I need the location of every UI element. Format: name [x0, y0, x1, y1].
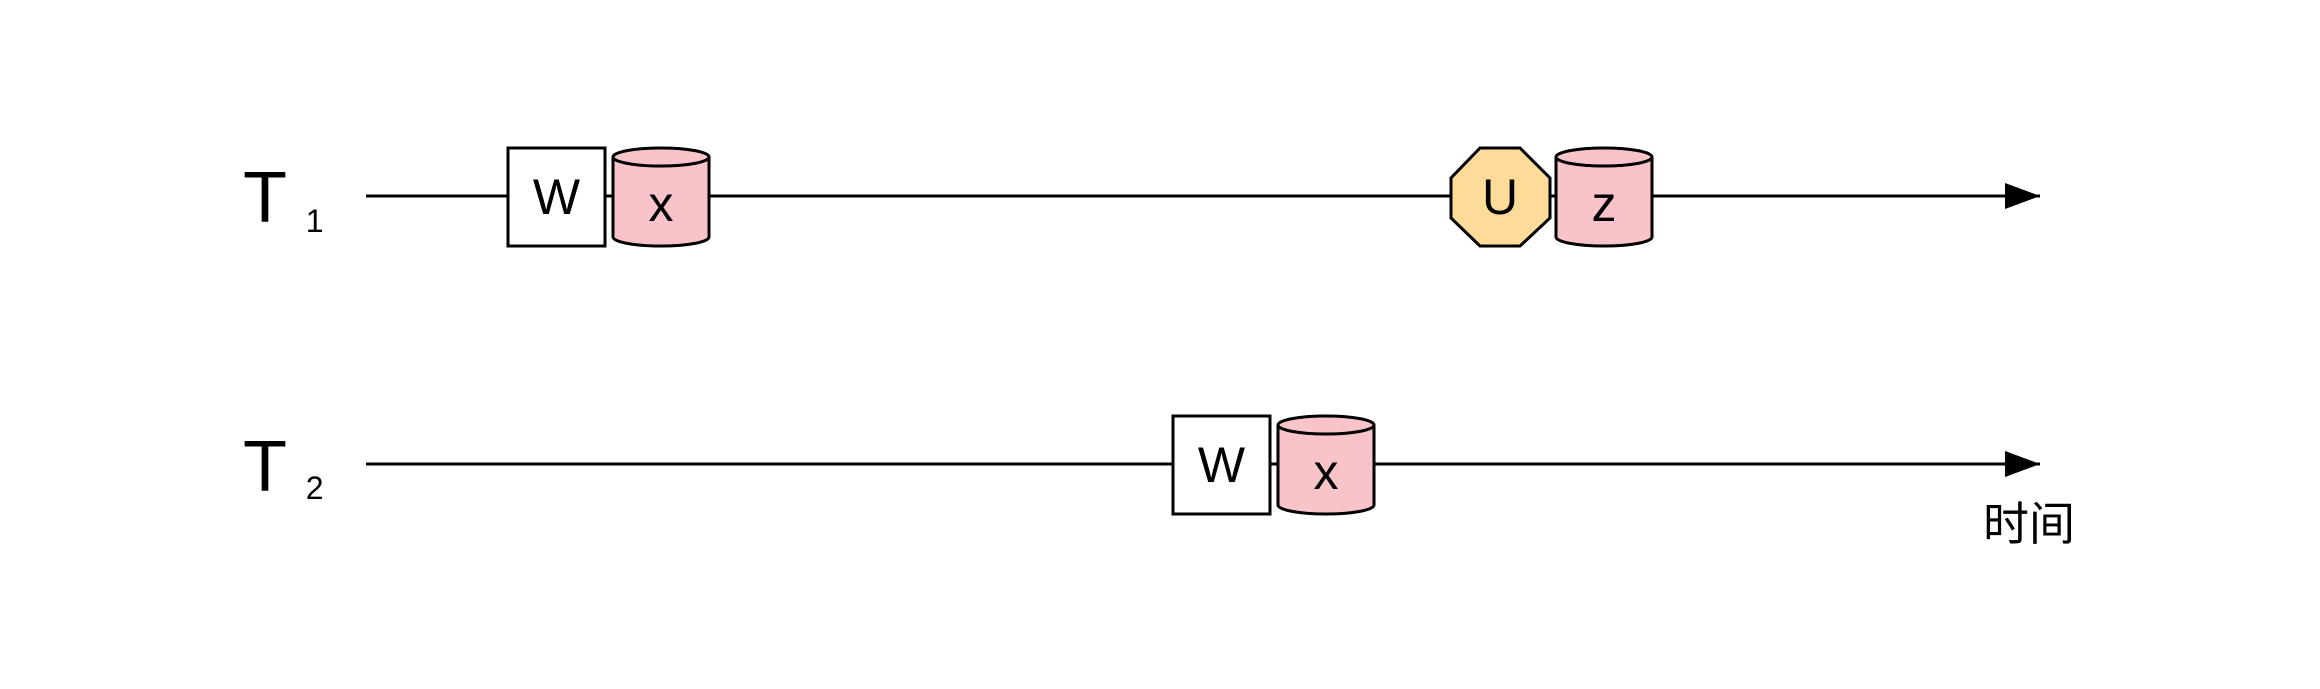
write-op-box	[506, 146, 607, 248]
data-item-label: x	[1314, 444, 1339, 500]
write-op-label: W	[533, 169, 581, 225]
lane-t1-event-write-x: W x	[506, 146, 711, 248]
lane-t1-subscript: 1	[306, 203, 324, 239]
unlock-op-label: U	[1482, 169, 1518, 225]
lane-t2-letter: T	[243, 427, 286, 507]
lane-t2-label: T 2	[243, 427, 324, 507]
lane-t1-letter: T	[243, 158, 286, 238]
lane-t1: T 1 W x U z	[243, 146, 2040, 248]
write-op-box	[1171, 414, 1272, 516]
unlock-op-octagon	[1449, 146, 1552, 248]
data-item-label: z	[1592, 176, 1617, 232]
lane-t2-event-write-x: W x	[1171, 414, 1376, 516]
data-item-cylinder	[1276, 414, 1376, 516]
data-item-label: x	[649, 176, 674, 232]
lane-t1-label: T 1	[243, 158, 324, 239]
lane-t2: T 2 W x	[243, 414, 2040, 516]
lane-t2-subscript: 2	[306, 470, 324, 506]
data-item-cylinder	[1554, 146, 1654, 248]
lane-t1-event-unlock-z: U z	[1449, 146, 1654, 248]
write-op-label: W	[1198, 437, 1246, 493]
lane-t1-arrowhead	[2005, 183, 2040, 209]
data-item-cylinder	[611, 146, 711, 248]
time-axis-label: 时间	[1983, 497, 2075, 551]
lane-t2-arrowhead	[2005, 451, 2040, 477]
